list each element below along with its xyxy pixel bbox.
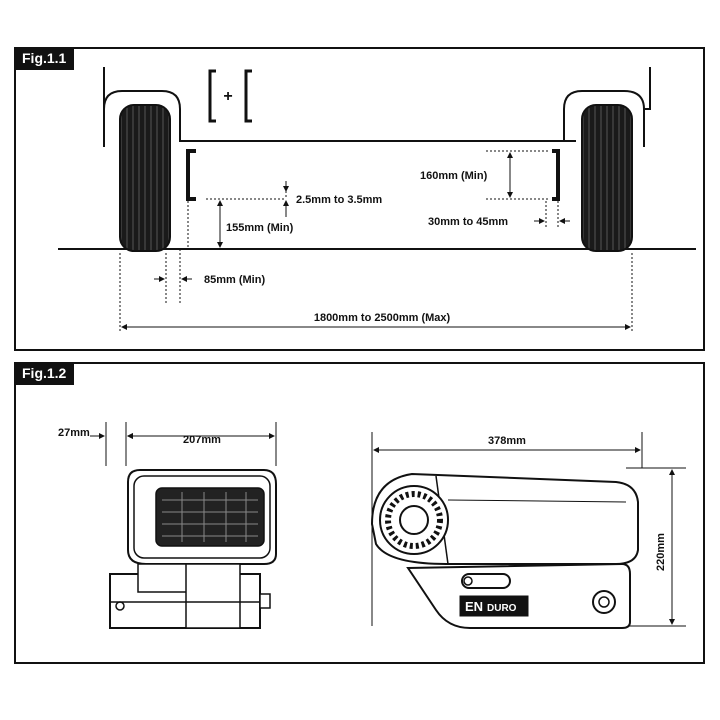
right-tyre [581,104,633,252]
mover-front-view: EN DURO [370,432,686,629]
chassis-channel-right [552,149,560,201]
bracket-symbol: + [208,69,252,123]
brand-en-text: EN [465,599,483,614]
chassis-channel-left [186,149,196,201]
track-width-label: 1800mm to 2500mm (Max) [314,312,451,324]
gap-dimension-label: 2.5mm to 3.5mm [296,194,382,206]
front-length-label: 378mm [488,435,526,447]
rail-min-label: 160mm (Min) [420,170,488,182]
small-offset-label: 27mm [58,427,90,439]
height-min-label: 155mm (Min) [226,222,294,234]
figure-1-2-tag: Fig.1.2 [14,362,75,385]
brand-duro-text: DURO [487,603,517,614]
figure-1-1-tag: Fig.1.1 [14,47,75,70]
mover-dimensions-diagram: 27mm 207mm [58,422,686,629]
right-wheel-arch [563,67,651,147]
left-wheel-arch [103,90,576,147]
figure-1-2-panel: Fig.1.2 [14,362,705,664]
flange-dimension-label: 30mm to 45mm [428,216,508,228]
front-height-label: 220mm [655,533,667,571]
svg-text:+: + [223,88,232,105]
figure-1-1-panel: Fig.1.1 + [14,47,705,351]
mover-side-view [90,422,277,629]
installation-diagram: + 2.5mm to 3.5mm 155mm (Min) 160mm (Min) [58,67,696,333]
side-width-label: 207mm [183,434,221,446]
offset-min-label: 85mm (Min) [204,274,265,286]
left-tyre [119,104,171,252]
